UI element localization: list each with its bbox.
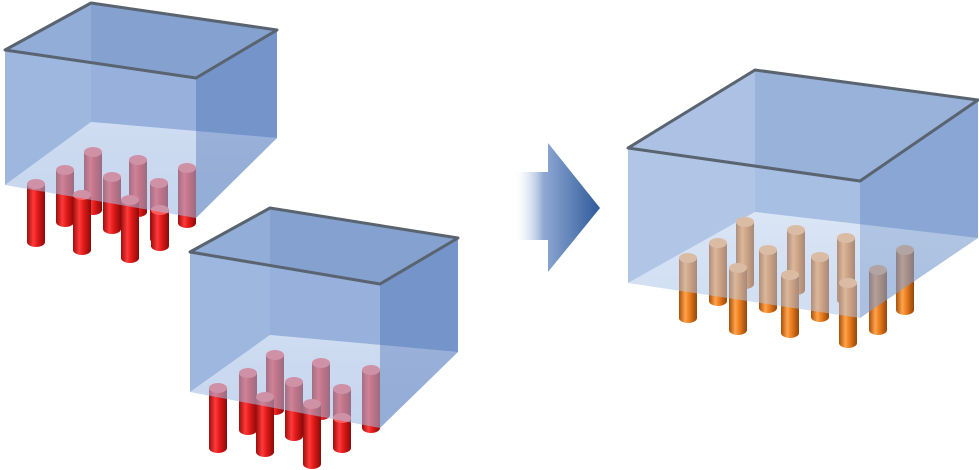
box-top-rim bbox=[3, 1, 279, 80]
box-right-wall bbox=[860, 100, 978, 318]
result-box bbox=[626, 68, 979, 348]
box-right-wall bbox=[196, 30, 277, 218]
source-box-1 bbox=[3, 1, 279, 263]
source-box-2 bbox=[188, 206, 460, 469]
box-front-wall bbox=[5, 50, 196, 218]
pillar-cylinder bbox=[73, 190, 91, 255]
box-right-wall bbox=[380, 238, 458, 428]
box-front-wall bbox=[628, 148, 860, 318]
box-front-wall bbox=[190, 252, 380, 428]
right-arrow-icon bbox=[513, 143, 600, 272]
box-top-rim bbox=[626, 68, 979, 183]
box-top-rim bbox=[188, 206, 460, 286]
